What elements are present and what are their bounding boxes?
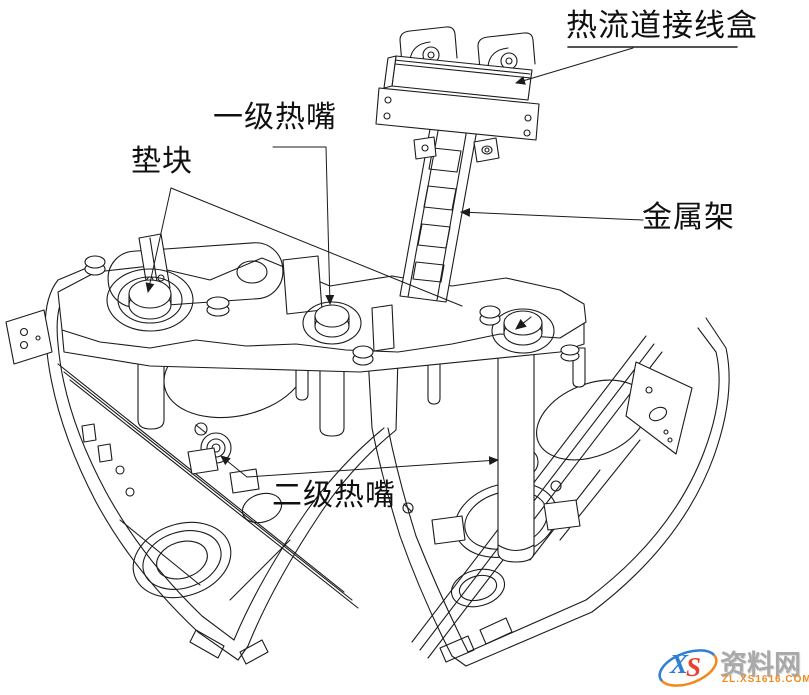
left-mold-housing	[44, 263, 399, 665]
logo-s: S	[686, 652, 702, 682]
left-wing-bracket	[5, 309, 53, 365]
manifold-plate	[5, 233, 693, 455]
label-metal-frame: 金属架	[642, 201, 735, 234]
leader-spacer-left	[145, 187, 172, 293]
label-secondary-nozzle: 二级热嘴	[272, 479, 396, 512]
leader-junction-box	[515, 47, 634, 85]
logo-x: X	[670, 649, 689, 679]
right-wing-bracket	[625, 361, 693, 455]
leader-spacer-right	[170, 187, 463, 307]
junction-box	[375, 26, 540, 141]
watermark-site-name: 资料网	[720, 650, 801, 680]
leader-secondary-left	[220, 455, 248, 478]
watermark-site-url: ZL.XS1616.COM	[722, 674, 809, 685]
right-nozzle-boss	[491, 308, 555, 354]
leader-metal-frame	[460, 207, 644, 221]
leader-secondary-right	[246, 456, 499, 478]
left-nozzle-boss	[106, 268, 194, 332]
label-junction-box: 热流道接线盒	[566, 8, 758, 43]
logo-ellipse-icon	[658, 649, 718, 687]
leader-lines	[145, 46, 738, 478]
label-spacer: 垫块	[131, 145, 193, 178]
primary-nozzle-boss	[302, 301, 362, 345]
right-mold-housing	[367, 317, 730, 667]
label-primary-nozzle: 一级热嘴	[213, 101, 337, 134]
bolt-bosses	[84, 255, 580, 366]
metal-frame-ladder	[399, 117, 500, 303]
watermark-logo: X S 资料网 ZL.XS1616.COM	[656, 643, 809, 695]
